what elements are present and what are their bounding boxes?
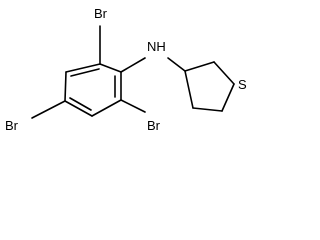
atom-nh: NH	[147, 39, 166, 54]
label-nh: NH	[146, 38, 168, 54]
molecule-structure: Br NH S Br Br	[3, 5, 249, 133]
bond-c6-c1	[65, 63, 101, 73]
label-br-top: Br	[93, 5, 109, 21]
bond-ring-c5-c4	[192, 107, 223, 112]
thiolane-ring	[184, 61, 235, 112]
bond-c1-c2	[99, 63, 122, 73]
bond-n-c3prime	[167, 57, 186, 72]
benzene-ring	[64, 63, 122, 117]
atom-br-left: Br	[5, 118, 19, 133]
double-bond-c4-c5	[69, 97, 92, 111]
atom-s: S	[238, 77, 247, 92]
bond-c3-br-right	[120, 99, 146, 113]
bond-c3-c4	[91, 99, 122, 117]
atom-br-top: Br	[94, 6, 108, 21]
bond-ring-s-c5	[221, 83, 235, 112]
atom-br-right: Br	[147, 118, 161, 133]
bond-c2-n	[120, 57, 146, 73]
label-br-left: Br	[3, 117, 21, 133]
bond-ring-c4-c3	[184, 70, 194, 109]
bond-ring-c2-s	[213, 61, 235, 85]
double-bond-c6-c1	[70, 68, 100, 77]
bond-c5-br-left	[31, 100, 66, 119]
label-br-right: Br	[146, 117, 164, 133]
bond-c5-c6	[64, 71, 67, 102]
label-s: S	[237, 76, 249, 92]
bond-ring-c3-c2	[184, 61, 215, 72]
bond-c4-c5	[64, 100, 93, 117]
